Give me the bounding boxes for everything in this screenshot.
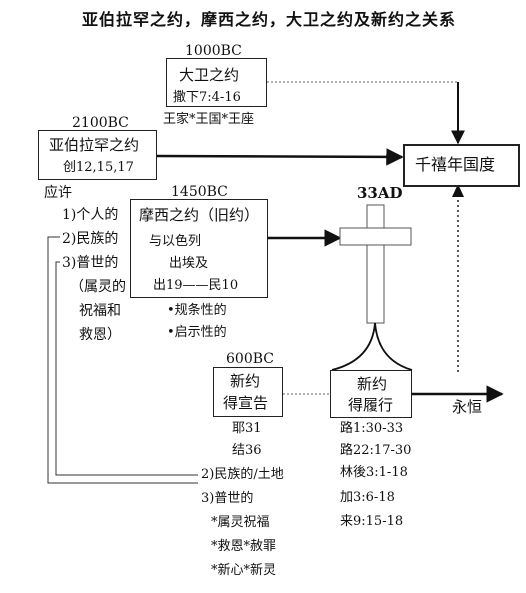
abraham-to-kingdom-arrow: [156, 148, 404, 166]
bottom-list-item: *属灵祝福: [211, 515, 270, 530]
fulfilled-to-kingdom-arrowhead: [452, 184, 464, 197]
moses-year: 1450BC: [171, 184, 228, 200]
promise-item: 3)普世的: [62, 255, 119, 271]
promise-item: 1)个人的: [62, 207, 119, 223]
bracket-universal: [55, 261, 198, 476]
spiritual-note: 祝福和: [79, 303, 121, 319]
cross-vertical: [366, 204, 385, 324]
cross-year: 33AD: [357, 184, 403, 202]
new-covenant-fulfilled-box: 新约 得履行: [330, 370, 412, 418]
fulfilled-line1: 新约: [357, 375, 388, 393]
moses-line: 出19——民10: [153, 278, 239, 293]
abraham-year: 2100BC: [72, 115, 129, 131]
millennial-kingdom-label: 千禧年国度: [415, 155, 496, 174]
fulfilled-ref: 加3:6-18: [340, 490, 395, 505]
declared-ref: 耶31: [232, 421, 262, 436]
fulfilled-ref: 来9:15-18: [340, 514, 404, 529]
david-covenant-box: 大卫之约 撒下7:4-16: [166, 58, 267, 107]
moses-covenant-box: 摩西之约（旧约） 与以色列 出埃及 出19——民10: [130, 199, 268, 298]
david-covenant-name: 大卫之约: [179, 66, 240, 84]
david-covenant-subtitle: 王家*王国*王座: [163, 112, 255, 127]
abraham-covenant-ref: 创12,15,17: [63, 160, 134, 175]
fulfilled-line2: 得履行: [348, 396, 394, 414]
bottom-list-item: *救恩*赦罪: [211, 539, 277, 554]
declared-year: 600BC: [226, 351, 274, 367]
bottom-list-item: 3)普世的: [201, 491, 254, 506]
abraham-covenant-box: 亚伯拉罕之约 创12,15,17: [38, 130, 157, 180]
david-year: 1000BC: [185, 43, 242, 59]
moses-trait: •规条性的: [167, 303, 227, 318]
cross-base-curves: [331, 322, 413, 371]
spiritual-note: （属灵的: [70, 279, 126, 295]
moses-line: 出埃及: [169, 256, 209, 271]
moses-line: 与以色列: [149, 234, 202, 249]
fulfilled-ref: 林後3:1-18: [340, 465, 408, 480]
spiritual-note: 救恩）: [79, 327, 121, 343]
fulfilled-ref: 路1:30-33: [340, 421, 404, 436]
moses-covenant-name: 摩西之约（旧约）: [139, 206, 260, 224]
declared-line1: 新约: [230, 372, 261, 390]
promise-label: 应许: [44, 185, 72, 201]
declared-line2: 得宣告: [223, 394, 269, 412]
promise-item: 2)民族的: [62, 231, 119, 247]
new-covenant-declared-box: 新约 得宣告: [213, 367, 283, 417]
eternal-label: 永恒: [452, 398, 483, 416]
moses-trait: •启示性的: [167, 325, 227, 340]
bottom-list-item: *新心*新灵: [211, 563, 277, 578]
david-covenant-ref: 撒下7:4-16: [173, 90, 241, 105]
fulfilled-ref: 路22:17-30: [340, 443, 412, 458]
bracket-national: [47, 236, 198, 484]
millennial-kingdom-box: 千禧年国度: [403, 144, 520, 187]
page-title: 亚伯拉罕之约，摩西之约，大卫之约及新约之关系: [82, 10, 457, 29]
declared-ref: 结36: [232, 443, 262, 458]
bottom-list-item: 2)民族的/土地: [201, 467, 284, 482]
abraham-covenant-name: 亚伯拉罕之约: [49, 136, 140, 154]
